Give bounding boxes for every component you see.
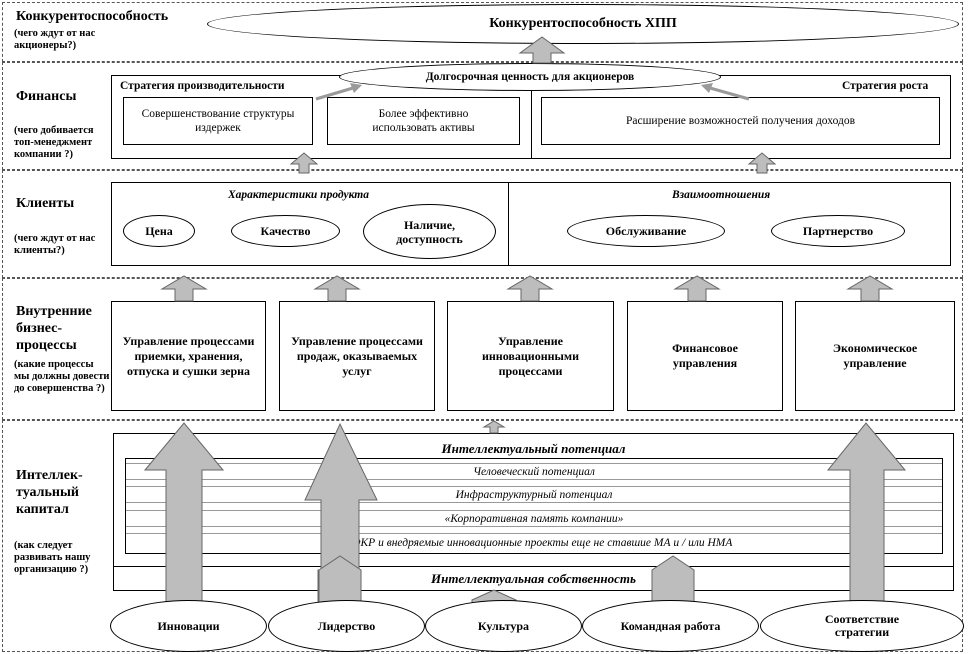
row-title-finance: Финансы (16, 89, 77, 104)
arrow-up-to-finance-right (747, 152, 777, 174)
foundation-culture: Культура (425, 600, 582, 652)
human-potential-strip: Человеческий потенциал (126, 463, 942, 480)
asset-efficiency-box: Более эффективно использовать активы (327, 97, 520, 145)
process-box-sales: Управление процессами продаж, оказываемы… (279, 301, 435, 411)
row-title-capital: Интеллек-туальный капитал (16, 468, 83, 517)
row-competitiveness (2, 2, 963, 62)
arrow-up-to-goal (518, 36, 566, 64)
process-box-finance: Финансовое управления (627, 301, 783, 411)
process-box-grain: Управление процессами приемки, хранения,… (111, 301, 266, 411)
row-processes (2, 278, 963, 420)
clients-divider (508, 182, 509, 266)
growth-strategy-label: Стратегия роста (842, 80, 929, 92)
service-ellipse: Обслуживание (567, 215, 725, 247)
arrow-growth-line (709, 86, 750, 101)
arrow-tall-innovations (143, 422, 225, 607)
arrow-up-to-finance-left (289, 152, 319, 174)
rnd-projects-strip: НИОКР и внедряемые инновационные проекты… (126, 533, 942, 552)
arrow-up-to-innovation (482, 420, 506, 434)
goal-competitiveness-ellipse: Конкурентоспособность ХПП (207, 4, 959, 44)
infrastructure-potential-strip: Инфраструктурный потенциал (126, 486, 942, 503)
corporate-memory-strip: «Корпоративная память компании» (126, 510, 942, 527)
row-title-competitiveness: Конкурентоспособность (16, 9, 169, 24)
row-title-processes: Внутренние бизнес-процессы (16, 304, 92, 353)
row-clients (2, 170, 963, 278)
arrow-productivity-line (315, 86, 354, 101)
cost-structure-box: Совершенствование структуры издержек (123, 97, 313, 145)
row-note-competitiveness: (чего ждут от нас акционеры?) (14, 28, 96, 51)
foundation-teamwork: Командная работа (582, 600, 759, 652)
row-note-clients: (чего ждут от нас клиенты?) (14, 233, 96, 256)
arrow-productivity-head (350, 83, 362, 93)
finance-divider (531, 75, 532, 159)
productivity-strategy-label: Стратегия производительности (120, 80, 285, 92)
arrow-up-processes-2 (313, 275, 361, 302)
product-characteristics-label: Характеристики продукта (228, 189, 369, 201)
arrow-tall-strategy (826, 422, 907, 607)
row-note-capital: (как следует развивать нашу организацию … (14, 540, 91, 575)
process-box-innovation: Управление инновационными процессами (447, 301, 614, 411)
availability-ellipse: Наличие, доступность (363, 204, 496, 259)
intellectual-potential-label: Интеллектуальный потенциал (441, 441, 626, 456)
partnership-ellipse: Партнерство (771, 215, 905, 247)
arrow-up-processes-3 (506, 275, 554, 302)
arrow-up-processes-4 (673, 275, 721, 302)
row-capital (2, 420, 963, 652)
relationships-label: Взаимоотношения (672, 189, 771, 201)
arrow-up-processes-5 (846, 275, 894, 302)
intellectual-property-box: Интеллектуальная собственность (113, 566, 954, 591)
capital-inner-frame (125, 458, 943, 554)
row-note-processes: (какие процессы мы должны довести до сов… (14, 359, 110, 394)
foundation-leadership: Лидерство (268, 600, 425, 652)
price-ellipse: Цена (123, 215, 195, 247)
row-title-clients: Клиенты (16, 196, 75, 211)
shareholder-value-ellipse: Долгосрочная ценность для акционеров (339, 63, 721, 91)
foundation-strategy-fit: Соответствие стратегии (760, 600, 964, 652)
arrow-up-processes-1 (160, 275, 208, 302)
row-note-finance: (чего добивается топ-менеджмент компании… (14, 125, 94, 160)
quality-ellipse: Качество (231, 215, 340, 247)
process-box-economics: Экономическое управление (795, 301, 955, 411)
foundation-innovations: Инновации (110, 600, 267, 652)
revenue-growth-box: Расширение возможностей получения доходо… (541, 97, 940, 145)
arrow-growth-head (701, 83, 713, 93)
